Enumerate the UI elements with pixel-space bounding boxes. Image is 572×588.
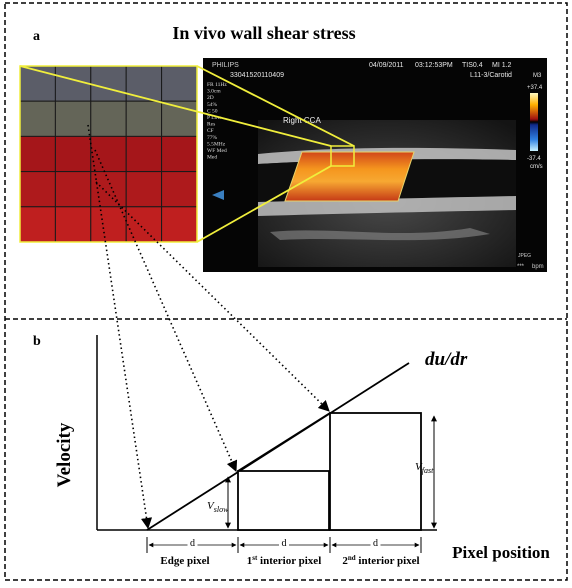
slope-label: du/dr — [425, 349, 468, 370]
tis-label: TIS0.4 — [462, 62, 483, 69]
pixel-cell — [125, 135, 163, 173]
pixel-cell — [125, 171, 163, 208]
panel-a-label: a — [33, 29, 40, 44]
dimension-label-bg — [187, 538, 198, 547]
pixel-grid — [19, 65, 198, 243]
setting-item: FR 11Hz — [207, 82, 227, 88]
y-axis-label: Velocity — [54, 422, 75, 487]
ultrasound-image: PHILIPS 04/09/2011 03:12:53PM TIS0.4 MI … — [203, 58, 547, 272]
dimension-label-bg — [279, 538, 289, 547]
patient-id-label: 33041520110409 — [230, 72, 284, 79]
interior-pixel-1-bar — [237, 470, 330, 531]
interior-pixel-1-sup: st — [252, 554, 258, 562]
pixel-cell — [161, 171, 198, 208]
pixel-cell — [161, 135, 198, 173]
pixel-cell — [90, 135, 127, 173]
hr-label: *** — [517, 264, 525, 270]
preset-label: L11-3/Carotid — [470, 72, 512, 79]
setting-item: 77% — [207, 135, 218, 141]
pixel-cell — [90, 100, 127, 137]
pixel-cell — [125, 100, 163, 137]
pixel-cell — [161, 206, 198, 243]
setting-item: CF — [207, 128, 214, 134]
pixel-cell — [19, 135, 56, 173]
edge-pixel-label: Edge pixel — [160, 555, 209, 567]
v-fast-label: Vfast — [415, 461, 434, 475]
zoom-line-top — [19, 65, 332, 147]
format-label: JPEG — [518, 253, 531, 259]
mi-label: MI 1.2 — [492, 62, 512, 69]
pixel-cell — [19, 206, 56, 243]
time-label: 03:12:53PM — [415, 62, 453, 69]
setting-item: 54% — [207, 102, 218, 108]
scale-top-label: +37.4 — [527, 85, 543, 91]
date-label: 04/09/2011 — [369, 62, 404, 69]
tissue-streak — [270, 228, 490, 241]
correspondence-arrow-edge — [87, 124, 153, 530]
brand-label: PHILIPS — [212, 62, 239, 69]
pixel-cell — [54, 100, 92, 137]
setting-item: WF Med — [207, 148, 227, 154]
probe-orientation-icon — [212, 190, 224, 200]
interior-pixel-2-label: 2nd interior pixel — [342, 554, 419, 567]
pixel-cell — [54, 135, 92, 173]
setting-item: 3.0cm — [207, 89, 221, 95]
scale-unit-label: cm/s — [530, 164, 543, 170]
v-slow-subscript: slow — [214, 505, 229, 514]
panel-b-label: b — [33, 334, 41, 349]
pixel-grid-frame — [19, 65, 198, 243]
pixel-cell — [90, 171, 127, 208]
bpm-label: bpm — [532, 264, 544, 270]
pixel-cell — [90, 206, 127, 243]
x-axis-label: Pixel position — [452, 543, 550, 562]
setting-item: P Low — [207, 115, 221, 121]
dimension-d-label: d — [190, 538, 195, 549]
pixel-cell — [19, 171, 56, 208]
pixel-cell — [125, 65, 163, 102]
setting-item: Res — [207, 122, 215, 128]
pixel-cell — [54, 171, 92, 208]
setting-item: 2D — [207, 95, 214, 101]
color-scale-bar — [530, 93, 538, 151]
mode-label: M3 — [533, 73, 542, 79]
zoom-target-box — [330, 145, 355, 167]
interior-pixel-2-sup: nd — [348, 554, 356, 562]
correspondence-arrow-interior-2 — [95, 181, 330, 412]
v-slow-label: Vslow — [207, 500, 229, 514]
zoom-line-top-right — [196, 65, 355, 147]
zoom-line-bottom — [196, 165, 332, 243]
dimension-d-label: d — [373, 538, 378, 549]
pixel-cell — [19, 100, 56, 137]
scale-bottom-label: -37.4 — [527, 156, 541, 162]
pixel-cell — [90, 65, 127, 102]
dimension-d-label: d — [282, 538, 287, 549]
color-flow-box — [284, 151, 415, 202]
pixel-cell — [161, 65, 198, 102]
panel-a-title: In vivo wall shear stress — [172, 23, 355, 43]
interior-pixel-1-label: 1st interior pixel — [247, 554, 322, 567]
velocity-gradient-line-overlay — [237, 412, 331, 472]
setting-item: 5.5MHz — [207, 141, 226, 147]
interior-pixel-2-bar — [329, 412, 422, 531]
dimension-label-bg — [370, 538, 381, 547]
pixel-cell — [125, 206, 163, 243]
v-fast-subscript: fast — [422, 466, 434, 475]
setting-item: Med — [207, 155, 217, 161]
pixel-cell — [54, 206, 92, 243]
setting-item: C 50 — [207, 108, 218, 114]
outer-dashed-frame — [4, 2, 568, 581]
